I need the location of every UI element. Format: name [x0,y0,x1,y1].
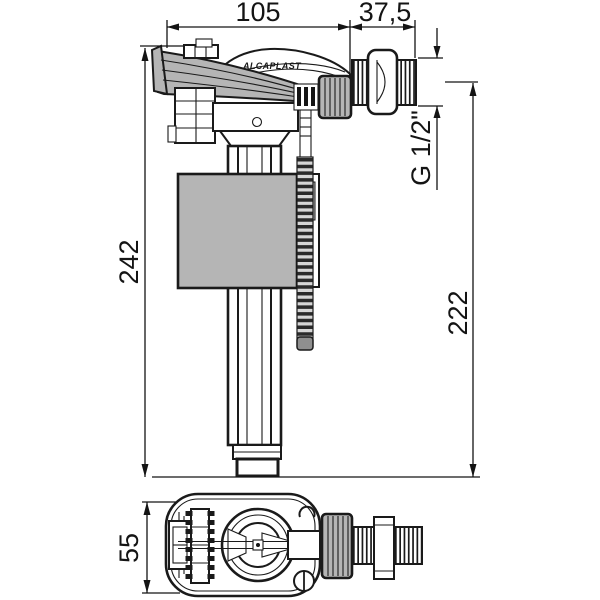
valve-housing [212,102,299,147]
dim-body-depth: 55 [114,533,144,563]
outlet-nozzle [232,444,282,478]
bottom-view: 55 [114,492,423,598]
dimension-55: 55 [114,501,180,594]
dim-thread-spec: G 1/2" [406,110,436,186]
dimension-222: 222 [443,81,478,477]
hose-clip [298,505,316,518]
arm-adjuster-blocks [183,38,219,59]
dim-inlet-length: 37,5 [359,0,412,27]
inlet-connection [317,48,417,120]
dim-total-height: 242 [114,239,144,284]
dim-height-below-thread: 222 [443,290,473,335]
hose-end-cap [296,336,314,351]
adjustment-gear [185,508,215,584]
main-side-view: ALCAPLAST [150,38,417,478]
locking-screw [293,570,315,592]
bottom-flange [373,516,395,580]
dimension-105: 105 [166,0,351,74]
brand-label: ALCAPLAST [242,61,302,71]
corrugated-hose [296,156,314,351]
float [176,172,299,290]
seat-block [287,530,321,560]
bottom-bracket [168,520,192,570]
dimension-37-5: 37,5 [350,0,416,58]
dim-top-width: 105 [235,0,280,27]
hose-clamp [293,83,319,159]
bottom-inlet-connection [320,512,423,580]
dimension-242: 242 [114,45,184,477]
thread-flange [366,48,399,116]
head-bracket [167,87,216,144]
float-chamber-circles [178,507,330,583]
dimension-thread-spec: G 1/2" [406,28,443,190]
